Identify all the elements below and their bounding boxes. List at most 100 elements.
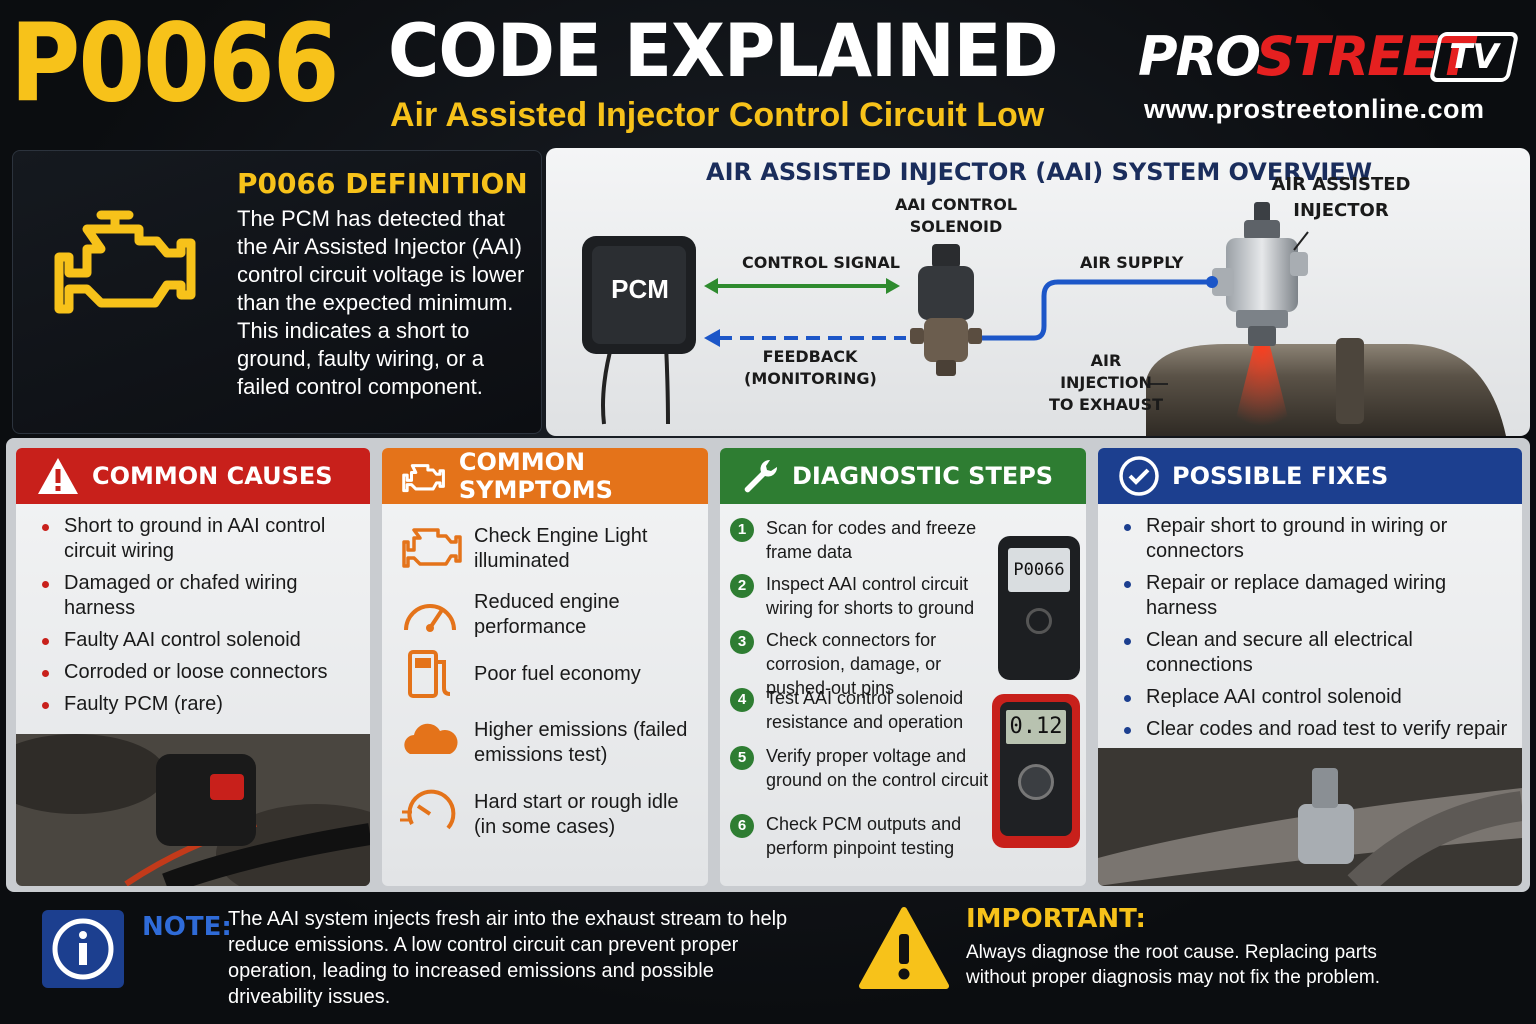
wrench-icon <box>744 459 778 493</box>
causes-list: Short to ground in AAI control circuit w… <box>16 504 370 717</box>
system-diagram <box>582 202 1506 436</box>
code-title: P0066 <box>10 1 340 127</box>
page-title: CODE EXPLAINED <box>388 7 1059 94</box>
important-label: IMPORTANT: <box>966 904 1146 934</box>
causes-header: COMMON CAUSES <box>16 448 370 504</box>
symptoms-header: COMMON SYMPTOMS <box>382 448 708 504</box>
brand-logo: PRO STREET TV <box>1138 22 1522 92</box>
diagnostics-title: DIAGNOSTIC STEPS <box>792 462 1054 490</box>
solenoid-label-line1: AAI CONTROL <box>894 195 1018 214</box>
definition-title: P0066 DEFINITION <box>237 167 528 200</box>
idle-gauge-icon <box>400 789 456 830</box>
fixes-panel: POSSIBLE FIXES Repair short to ground in… <box>1098 448 1522 886</box>
brand-street: STREET <box>1256 25 1474 88</box>
step-text: Scan for codes and freeze frame data <box>766 518 977 562</box>
feedback-label-line1: FEEDBACK <box>762 347 858 366</box>
step-number: 3 <box>730 630 754 654</box>
symptom-text: Hard start or rough idle (in some cases) <box>474 791 679 838</box>
list-item: Clear codes and road test to verify repa… <box>1124 717 1522 742</box>
note-text: The AAI system injects fresh air into th… <box>228 908 788 1008</box>
air-supply-label: AIR SUPPLY <box>1080 253 1184 272</box>
emissions-cloud-icon <box>404 723 458 754</box>
definition-text: The PCM has detected that the Air Assist… <box>237 206 525 399</box>
feedback-label-line2: (MONITORING) <box>744 369 877 388</box>
caution-icon <box>859 907 949 989</box>
scanner-dpad <box>1026 608 1052 634</box>
aai-solenoid <box>910 244 982 376</box>
gauge-icon <box>404 604 456 632</box>
multimeter-display: 0.12 <box>1006 710 1066 744</box>
air-injection-line3: TO EXHAUST <box>1048 395 1164 414</box>
air-injection-line1: AIR <box>1090 351 1122 370</box>
step-number: 1 <box>730 518 754 542</box>
fixes-list: Repair short to ground in wiring or conn… <box>1098 504 1522 742</box>
pipe-flange <box>1336 338 1364 424</box>
important-text: Always diagnose the root cause. Replacin… <box>966 942 1380 988</box>
check-engine-icon <box>54 210 196 314</box>
injector-label-line2: INJECTOR <box>1293 200 1389 221</box>
symptom-row: Poor fuel economy <box>398 646 698 706</box>
list-item: Damaged or chafed wiring harness <box>42 571 370 621</box>
air-injection-line2: INJECTION <box>1060 373 1152 392</box>
overview-title: AIR ASSISTED INJECTOR (AAI) SYSTEM OVERV… <box>706 158 1373 186</box>
symptoms-panel: COMMON SYMPTOMS Check Engine Light illum… <box>382 448 708 886</box>
list-item: Replace AAI control solenoid <box>1124 685 1522 710</box>
symptom-text: Reduced engine performance <box>474 591 620 638</box>
obd-scanner: P0066 <box>998 536 1080 680</box>
warning-icon <box>38 458 78 494</box>
page-subtitle: Air Assisted Injector Control Circuit Lo… <box>390 96 1045 134</box>
step-text: Check PCM outputs and perform pinpoint t… <box>766 814 962 858</box>
fuel-pump-icon <box>408 650 451 698</box>
note-label: NOTE: <box>142 912 232 942</box>
step-text: Verify proper voltage and ground on the … <box>766 746 989 790</box>
symptom-text: Poor fuel economy <box>474 663 641 685</box>
brand-pro: PRO <box>1138 25 1261 88</box>
info-icon <box>42 910 124 988</box>
diagnostics-header: DIAGNOSTIC STEPS <box>720 448 1086 504</box>
injector-label-line1: AIR ASSISTED <box>1271 174 1411 195</box>
multimeter: 0.12 <box>992 694 1080 848</box>
causes-panel: COMMON CAUSES Short to ground in AAI con… <box>16 448 370 886</box>
definition-panel: P0066 DEFINITION The PCM has detected th… <box>12 150 542 434</box>
step-number: 6 <box>730 814 754 838</box>
symptom-row: Higher emissions (failed emissions test) <box>398 712 698 772</box>
symptom-row: Check Engine Light illuminated <box>398 518 698 578</box>
solenoid-label: AAI CONTROL SOLENOID <box>886 194 1026 238</box>
pcm-label: PCM <box>611 274 669 304</box>
brand-tv-badge: TV <box>1428 32 1520 82</box>
symptom-row: Reduced engine performance <box>398 584 698 644</box>
step-number: 4 <box>730 688 754 712</box>
step-text: Inspect AAI control circuit wiring for s… <box>766 574 975 618</box>
list-item: Faulty AAI control solenoid <box>42 628 370 653</box>
list-item: Clean and secure all electrical connecti… <box>1124 628 1522 678</box>
connector-photo <box>16 734 370 886</box>
fixes-title: POSSIBLE FIXES <box>1172 462 1389 490</box>
list-item: Faulty PCM (rare) <box>42 692 370 717</box>
multimeter-body: 0.12 <box>1000 702 1072 836</box>
list-item: Corroded or loose connectors <box>42 660 370 685</box>
multimeter-dial <box>1018 764 1054 800</box>
step-text: Test AAI control solenoid resistance and… <box>766 688 964 732</box>
step-number: 2 <box>730 574 754 598</box>
symptom-text: Check Engine Light illuminated <box>474 525 648 572</box>
engine-light-icon <box>402 528 462 568</box>
injector-label: AIR ASSISTED INJECTOR <box>1270 172 1412 224</box>
system-overview-panel: AIR ASSISTED INJECTOR (AAI) SYSTEM OVERV… <box>546 148 1530 436</box>
symptom-row: Hard start or rough idle (in some cases) <box>398 784 698 844</box>
exhaust-pipe <box>1146 344 1506 436</box>
scanner-screen: P0066 <box>1008 548 1070 592</box>
brand-url[interactable]: www.prostreetonline.com <box>1144 94 1485 124</box>
solenoid-label-line2: SOLENOID <box>909 217 1003 236</box>
control-signal-label: CONTROL SIGNAL <box>742 253 900 272</box>
brand-tv-label: TV <box>1449 37 1499 77</box>
causes-title: COMMON CAUSES <box>92 462 333 490</box>
step-text: Check connectors for corrosion, damage, … <box>766 630 942 698</box>
symptom-text: Higher emissions (failed emissions test) <box>474 719 688 766</box>
list-item: Repair short to ground in wiring or conn… <box>1124 514 1522 564</box>
list-item: Repair or replace damaged wiring harness <box>1124 571 1522 621</box>
check-circle-icon <box>1119 456 1159 496</box>
diagnostics-panel: DIAGNOSTIC STEPS 1 Scan for codes and fre… <box>720 448 1086 886</box>
feedback-label: FEEDBACK (MONITORING) <box>744 346 877 390</box>
list-item: Short to ground in AAI control circuit w… <box>42 514 370 564</box>
air-injector <box>1206 202 1308 346</box>
